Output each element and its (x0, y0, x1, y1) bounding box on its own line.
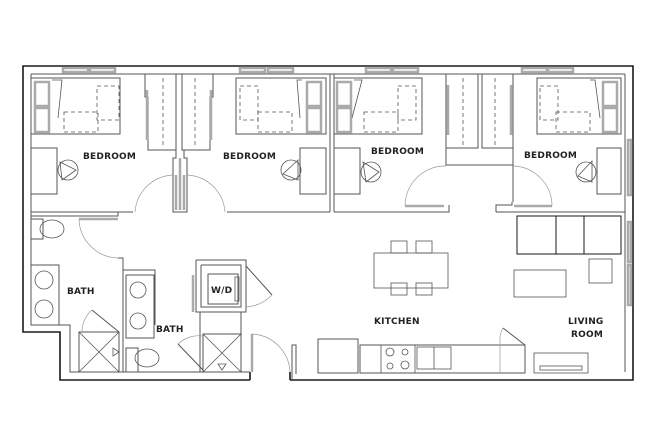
exterior-walls (22, 65, 634, 381)
label-room: ROOM (571, 330, 603, 340)
living-room-furniture (513, 215, 622, 374)
bath-fixtures (30, 218, 242, 373)
label-bedroom-1: BEDROOM (83, 152, 136, 162)
bedroom-furniture (30, 77, 622, 195)
interior-walls (30, 66, 633, 380)
kitchen-fixtures (317, 240, 526, 374)
label-wd: W/D (211, 286, 232, 296)
label-bedroom-4: BEDROOM (524, 151, 577, 161)
label-bedroom-2: BEDROOM (223, 152, 276, 162)
label-living: LIVING (568, 317, 604, 327)
label-bath-2: BATH (156, 325, 184, 335)
label-kitchen: KITCHEN (374, 317, 420, 327)
label-bedroom-3: BEDROOM (371, 147, 424, 157)
label-bath-1: BATH (67, 287, 95, 297)
room-labels: BEDROOM BEDROOM BEDROOM BEDROOM BATH BAT… (67, 147, 604, 340)
